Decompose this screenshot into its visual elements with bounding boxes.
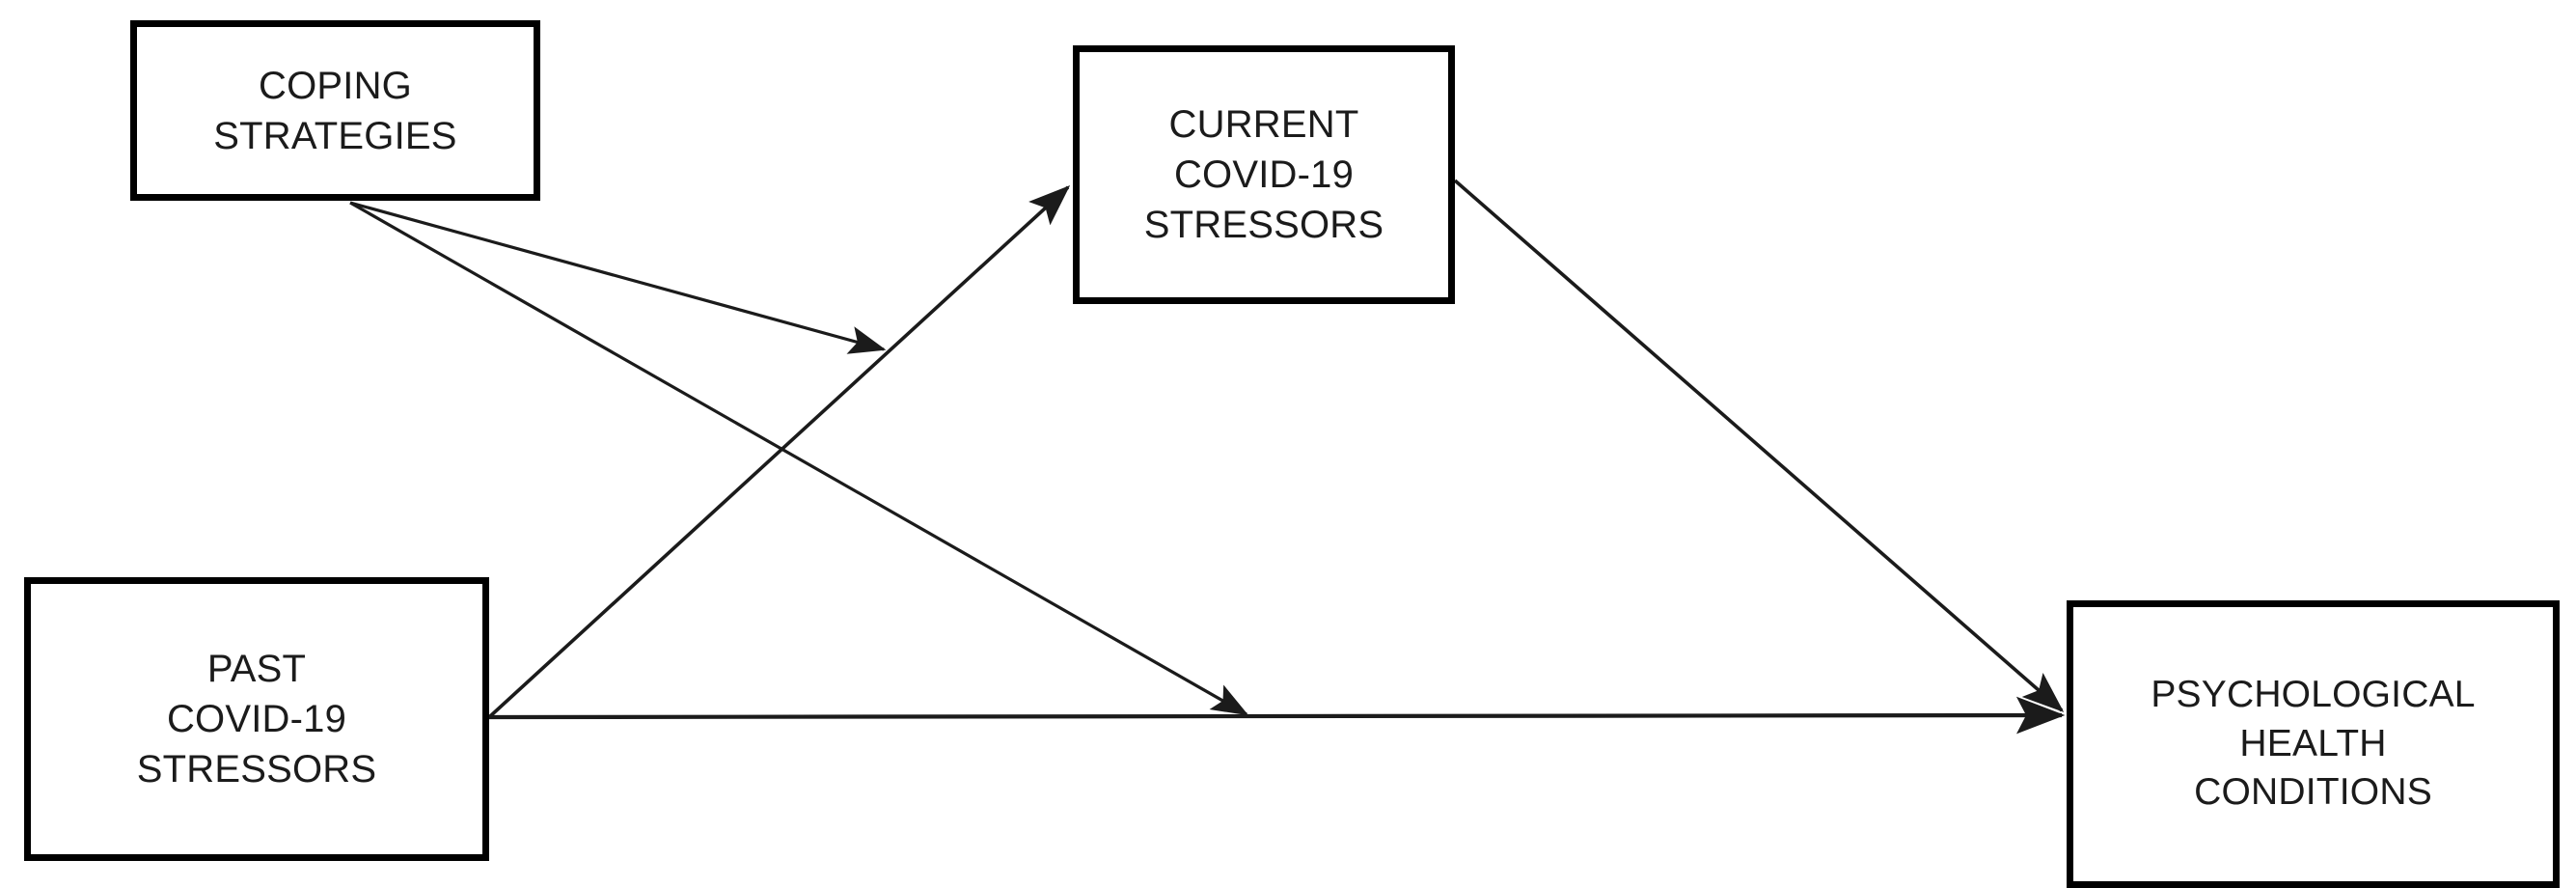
node-psychological-health-conditions-line-2: HEALTH <box>2239 722 2387 764</box>
node-past-covid-stressors-line-3: STRESSORS <box>136 748 377 791</box>
node-coping-strategies[interactable]: COPING STRATEGIES <box>130 20 540 201</box>
edge-coping-moderates-past-to-psychological <box>349 201 1249 716</box>
node-psychological-health-conditions-line-3: CONDITIONS <box>2194 771 2432 814</box>
node-current-covid-stressors-line-1: CURRENT <box>1168 103 1359 146</box>
edge-past-to-current <box>487 185 1071 719</box>
node-past-covid-stressors[interactable]: PAST COVID-19 STRESSORS <box>24 577 489 861</box>
node-current-covid-stressors-line-2: COVID-19 <box>1173 153 1355 196</box>
node-past-covid-stressors-line-1: PAST <box>206 648 307 690</box>
node-psychological-health-conditions-line-1: PSYCHOLOGICAL <box>2151 673 2476 715</box>
edge-past-to-psychological <box>488 696 2066 735</box>
edge-current-to-psychological <box>1453 179 2065 712</box>
node-coping-strategies-line-1: COPING <box>259 64 412 107</box>
node-coping-strategies-line-2: STRATEGIES <box>213 114 457 157</box>
node-current-covid-stressors-line-3: STRESSORS <box>1143 204 1384 246</box>
edge-coping-moderates-past-to-current <box>349 201 887 354</box>
node-current-covid-stressors[interactable]: CURRENT COVID-19 STRESSORS <box>1073 45 1455 304</box>
node-past-covid-stressors-line-2: COVID-19 <box>166 698 347 740</box>
node-psychological-health-conditions[interactable]: PSYCHOLOGICAL HEALTH CONDITIONS <box>2067 600 2560 888</box>
